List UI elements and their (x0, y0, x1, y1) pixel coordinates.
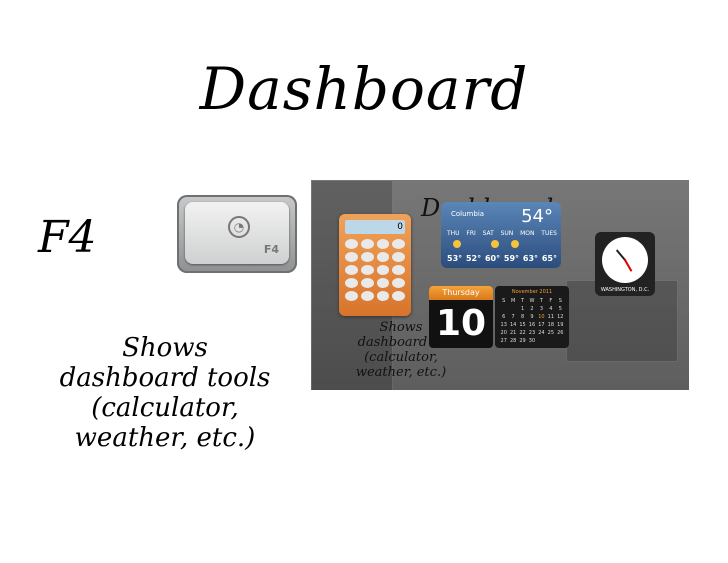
date-weekday: Thursday (429, 286, 493, 300)
weather-days: THU FRI SAT SUN MON TUES (447, 230, 557, 237)
weather-city: Columbia (451, 210, 485, 218)
calendar-day: 30 (528, 338, 536, 344)
weather-widget: Columbia 54° THU FRI SAT SUN MON TUES 53… (441, 202, 561, 268)
dashboard-screenshot: Dashboard 0 Columbia 54° THU FRI SAT SUN… (311, 180, 689, 390)
desc-line: dashboard tools (59, 363, 271, 393)
calendar-day: 27 (500, 338, 507, 344)
calendar-day: 15 (519, 322, 526, 328)
weather-day: THU (447, 230, 460, 237)
calendar-header: T (539, 298, 543, 304)
weather-day: MON (520, 230, 535, 237)
f4-key-image: ◔ F4 (177, 195, 297, 273)
calendar-day: 24 (538, 330, 545, 336)
weather-temp: 52° (465, 254, 482, 263)
calendar-day: 6 (502, 314, 506, 320)
clock-face (602, 237, 648, 283)
calendar-day: 2 (530, 306, 534, 312)
shot-desc-line: Shows (379, 320, 423, 335)
second-hand (623, 258, 633, 272)
calendar-day: 19 (557, 322, 564, 328)
desc-line: (calculator, (91, 393, 239, 423)
weather-temps: 53° 52° 60° 59° 63° 65° (447, 254, 557, 263)
date-day: 10 (435, 303, 487, 344)
calendar-header: F (549, 298, 553, 304)
weather-day: FRI (466, 230, 476, 237)
desc-line: Shows (122, 333, 208, 363)
calendar-month: November 2011 (511, 289, 553, 295)
calendar-day: 17 (538, 322, 545, 328)
calendar-day (499, 306, 508, 312)
f4-label: F4 (38, 212, 97, 263)
calendar-day: 1 (520, 306, 525, 312)
sun-icon (491, 240, 499, 248)
key-cap-label: F4 (263, 243, 279, 256)
key-face: ◔ F4 (185, 202, 289, 264)
calendar-day: 8 (520, 314, 525, 320)
calendar-day: 16 (528, 322, 536, 328)
calendar-day (537, 338, 546, 344)
weather-temp: 65° (541, 254, 557, 263)
calendar-header: S (558, 298, 562, 304)
calendar-day (508, 306, 517, 312)
calendar-day: 26 (557, 330, 564, 336)
calendar-header: S (502, 298, 506, 304)
clock-city: WASHINGTON, D.C. (600, 287, 650, 293)
calendar-header: W (529, 298, 535, 304)
sun-icon (511, 240, 519, 248)
slide-description: Shows dashboard tools (calculator, weath… (30, 333, 300, 453)
weather-day: SUN (500, 230, 514, 237)
weather-temp: 53° (447, 254, 463, 263)
dashboard-gauge-icon: ◔ (228, 216, 250, 238)
weather-day: SAT (482, 230, 494, 237)
date-widget: Thursday 10 (429, 286, 493, 348)
calendar-day: 12 (557, 314, 564, 320)
calendar-day (556, 338, 565, 344)
calendar-day: 4 (549, 306, 553, 312)
calendar-day: 3 (539, 306, 544, 312)
calculator-keys (345, 239, 405, 301)
screenshot-description: Shows dashboard to (calculator, weather,… (341, 320, 461, 380)
calendar-day: 5 (558, 306, 562, 312)
calendar-day: 23 (528, 330, 536, 336)
weather-day: TUES (541, 230, 557, 237)
calculator-widget: 0 (339, 214, 411, 316)
calendar-day: 28 (509, 338, 517, 344)
weather-current-temp: 54° (521, 206, 553, 227)
calendar-header: M (510, 298, 516, 304)
calendar-day: 25 (547, 330, 555, 336)
calendar-day (546, 338, 555, 344)
slide-title: Dashboard (199, 55, 529, 123)
clock-widget: WASHINGTON, D.C. (595, 232, 655, 296)
calendar-day: 13 (500, 322, 507, 328)
shot-desc-line: dashboard to (357, 335, 445, 350)
calendar-day: 29 (519, 338, 526, 344)
weather-temp: 59° (503, 254, 520, 263)
weather-temp: 63° (522, 254, 539, 263)
calendar-day: 21 (509, 330, 517, 336)
shot-desc-line: (calculator, (364, 350, 438, 365)
calculator-display: 0 (345, 220, 405, 234)
weather-temp: 60° (484, 254, 501, 263)
calendar-day: 14 (509, 322, 517, 328)
calendar-day: 20 (500, 330, 507, 336)
calendar-day: 18 (547, 322, 555, 328)
calendar-day: 10 (538, 314, 545, 320)
calendar-day: 22 (519, 330, 526, 336)
calendar-day: 11 (547, 314, 555, 320)
shot-desc-line: weather, etc.) (355, 365, 447, 380)
sun-icon (453, 240, 461, 248)
desc-line: weather, etc.) (74, 423, 256, 453)
calendar-day: 9 (530, 314, 534, 320)
calendar-day: 7 (511, 314, 515, 320)
calendar-header: T (521, 298, 525, 304)
